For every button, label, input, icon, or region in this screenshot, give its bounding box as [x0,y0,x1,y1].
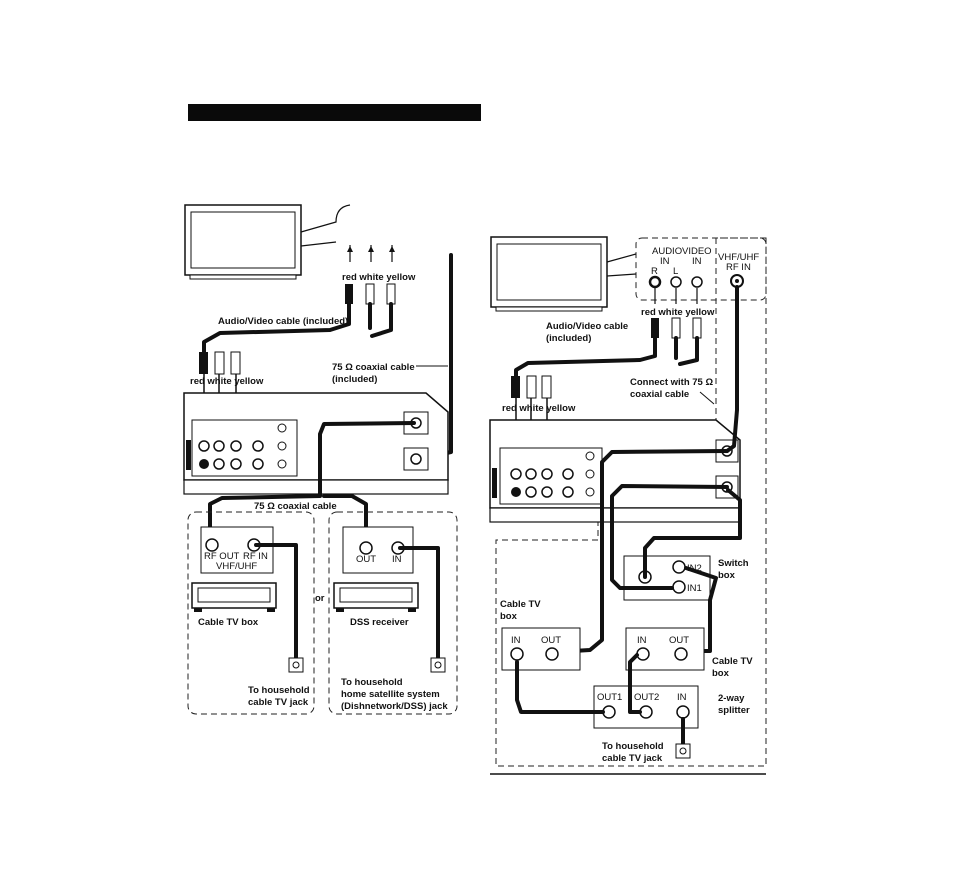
rca-plugs-top-left [345,283,396,305]
coax-splitter-to-box1 [515,660,605,714]
av-plugs-top-left [347,245,395,262]
bottom-color-labels-right: red white yellow [502,403,576,414]
vhf-uhf-label-left: VHF/UHF [216,561,257,572]
coax-cable-to-tv-right [725,285,739,453]
recorder-rear-panel-left [183,392,449,495]
bottom-color-labels-left: red white yellow [190,376,264,387]
dss-option-frame [328,511,458,715]
dss-receiver-device [333,582,419,612]
dss-in-label: IN [392,554,402,565]
box1-in-label: IN [511,635,521,646]
box2-in-label: IN [637,635,647,646]
household-satellite-cable [398,546,440,660]
av-cable-right [514,336,657,378]
av-cable-label-right-2: (included) [546,333,591,344]
coax-cable-label-left-1: 75 Ω coaxial cable [332,362,415,373]
coax-recorder-to-switch [610,484,729,590]
dss-out-label: OUT [356,554,376,565]
switch-box-label-2: box [718,570,736,581]
av-cable-label-left: Audio/Video cable (included) [218,316,348,327]
right-outer-frame [495,237,767,767]
cable-tv-box-1-label-1: Cable TV [500,599,541,610]
household-cable-label-left-2: cable TV jack [248,697,309,708]
recorder-rear-panel-right [489,419,741,523]
cable-tv-box-1-label-2: box [500,611,518,622]
household-label-right-2: cable TV jack [602,753,663,764]
coax-cable-bottom-label-left: 75 Ω coaxial cable [254,501,337,512]
coax-splitter-to-box2 [628,653,642,714]
left-diagram: red white yellow Audio/Video cable (incl… [183,204,458,715]
av-cable-label-right-1: Audio/Video cable [546,321,628,332]
tv-input-jacks-right [648,274,744,289]
out1-label: OUT1 [597,692,622,703]
dss-receiver-label: DSS receiver [350,617,409,628]
top-color-labels-right: red white yellow [641,307,715,318]
in2-label: IN2 [687,563,702,574]
out2-label: OUT2 [634,692,659,703]
audio-l-label: L [673,266,678,277]
splitter-label-1: 2-way [718,693,745,704]
video-in-label-2: IN [692,256,702,267]
switch-box-label-1: Switch [718,558,749,569]
audio-in-label-2: IN [660,256,670,267]
coax-cable-label-left-2: (included) [332,374,377,385]
cable-tv-box-2-label-1: Cable TV [712,656,753,667]
tv-right [490,236,608,312]
rf-in-label: RF IN [243,551,268,562]
audio-r-label: R [651,266,658,277]
vhf-uhf-label-right-2: RF IN [726,262,751,273]
household-label-right-1: To household [602,741,664,752]
box1-out-label: OUT [541,635,561,646]
right-diagram: AUDIO IN VIDEO IN R L VHF/UHF RF IN red … [489,236,767,775]
cable-tv-box-device [191,582,277,612]
video-in-label-1: VIDEO [682,246,712,257]
audio-in-label-1: AUDIO [652,246,682,257]
connect-coax-label-2: coaxial cable [630,389,689,400]
section-header-bar [188,104,481,121]
rca-plugs-top-right [651,317,702,339]
splitter-in-label: IN [677,692,687,703]
tv-jack-panel [635,237,767,301]
coax-switch-to-recorder [554,449,729,654]
splitter-label-2: splitter [718,705,750,716]
in1-label: IN1 [687,583,702,594]
tv-jack-callout [300,204,351,233]
cable-tv-box-label: Cable TV box [198,617,259,628]
coax-cable-recorder-to-box-left [208,421,416,558]
cable-tv-box-2-label-2: box [712,668,730,679]
box2-out-label: OUT [669,635,689,646]
tv-left [184,204,302,280]
av-cable-left [202,302,351,354]
connect-coax-label-1: Connect with 75 Ω [630,377,713,388]
household-satellite-label-2: home satellite system [341,689,440,700]
cable-tv-box-option-frame [187,511,315,715]
vhf-uhf-label-right-1: VHF/UHF [718,252,759,263]
or-label: or [315,593,325,604]
household-cable-left [254,543,298,660]
household-cable-label-left-1: To household [248,685,310,696]
rf-out-label: RF OUT [204,551,240,562]
top-color-labels-left: red white yellow [342,272,416,283]
household-satellite-label-1: To household [341,677,403,688]
household-satellite-label-3: (Dishnetwork/DSS) jack [341,701,448,712]
cable-box-connectors-left: RF OUT RF IN VHF/UHF [200,526,274,574]
